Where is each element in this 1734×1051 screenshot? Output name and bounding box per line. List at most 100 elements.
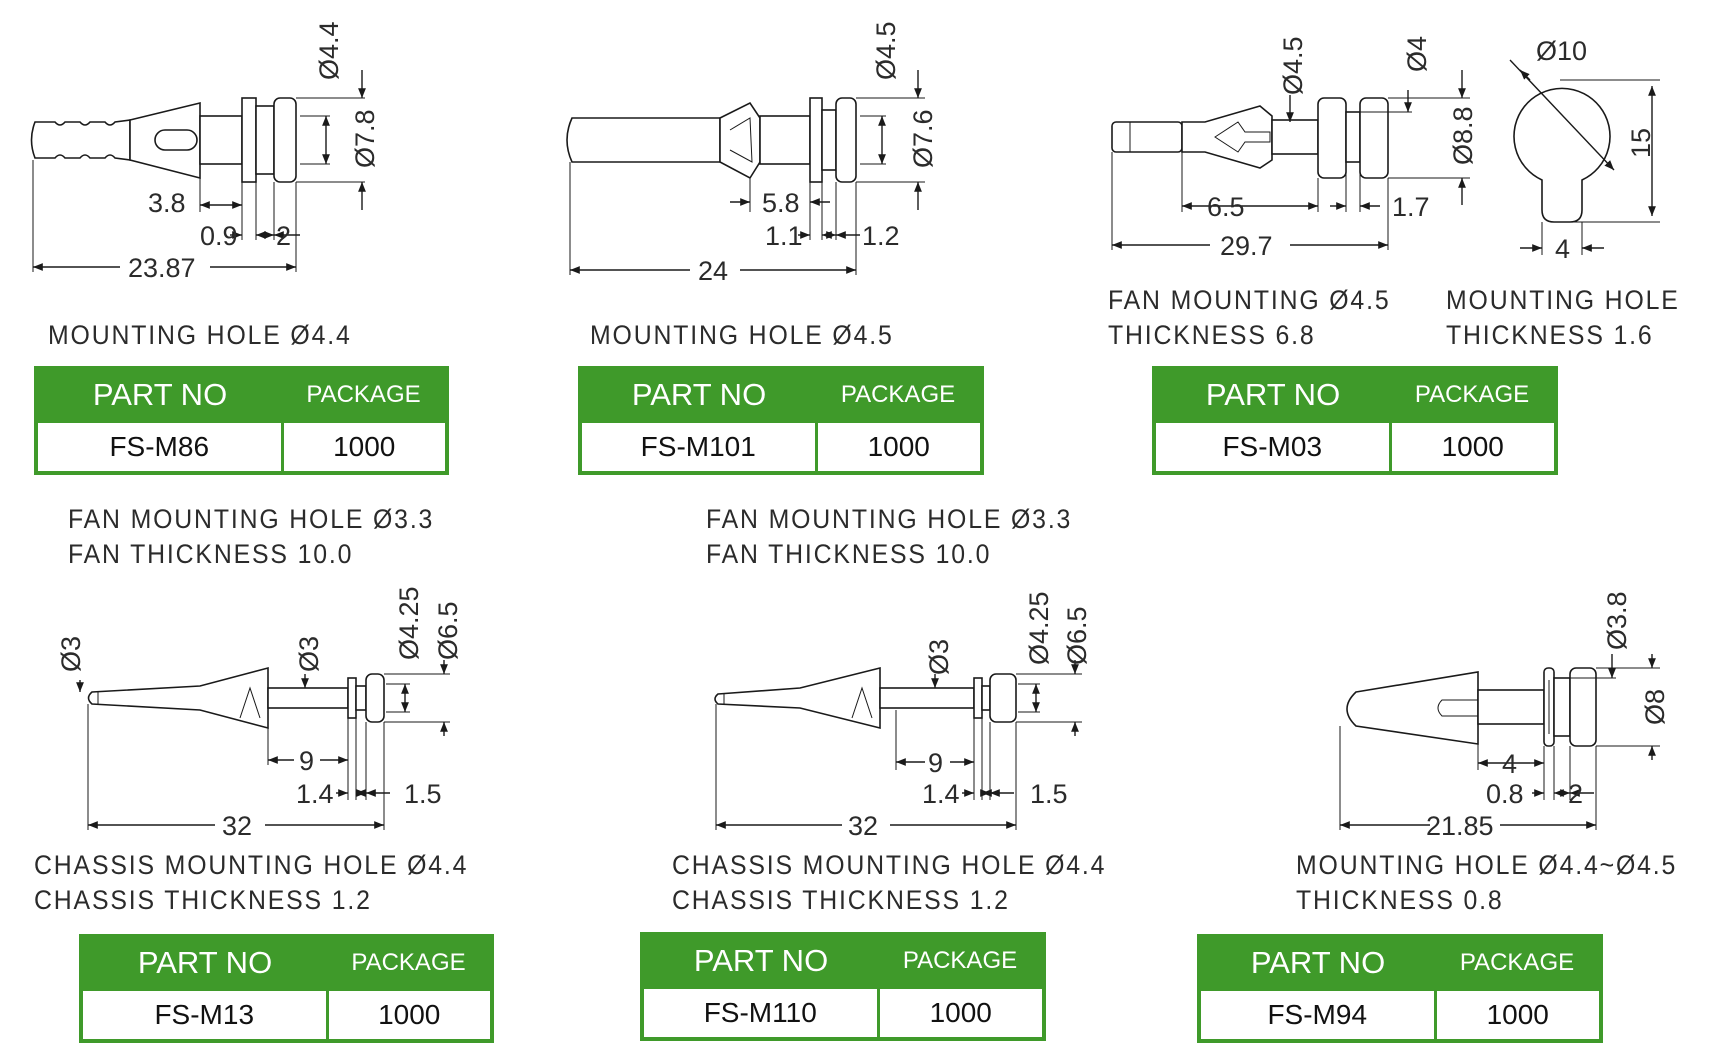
dim-text: 4	[1502, 749, 1517, 779]
drawing-fs-m110: Ø3 Ø4.25 Ø6.5 9 1.4 1.5 32	[714, 591, 1092, 841]
dim-text: 1.4	[922, 779, 960, 809]
dim-text: Ø7.8	[350, 109, 380, 168]
spec-table-fs-m101: PART NO PACKAGE FS-M101 1000	[578, 366, 984, 475]
header-package: PACKAGE	[878, 934, 1044, 988]
package-cell: 1000	[325, 988, 494, 1043]
caption-top-fs-m110: FAN MOUNTING HOLE Ø3.3 FAN THICKNESS 10.…	[706, 502, 1072, 572]
dim-text: Ø4	[1402, 36, 1432, 72]
header-part-no: PART NO	[81, 936, 327, 990]
dim-text: 24	[698, 256, 728, 286]
dim-text: 4	[1555, 234, 1570, 264]
part-no-cell: FS-M110	[640, 986, 880, 1041]
dim-text: Ø3	[294, 636, 324, 672]
dim-text: 1.4	[296, 779, 334, 809]
dim-text: 23.87	[128, 253, 196, 283]
part-no-cell: FS-M13	[79, 988, 329, 1043]
spec-table-fs-m03: PART NO PACKAGE FS-M03 1000	[1152, 366, 1558, 475]
drawing-fs-m86: Ø4.4 Ø7.8 3.8 0.9 2 23.87	[30, 21, 380, 283]
package-cell: 1000	[1433, 988, 1603, 1043]
header-package: PACKAGE	[327, 936, 492, 990]
caption-line: THICKNESS 1.6	[1446, 320, 1654, 350]
header-part-no: PART NO	[1199, 936, 1435, 990]
caption-line: FAN MOUNTING HOLE Ø3.3	[68, 504, 435, 534]
dim-text: 1.7	[1392, 192, 1430, 222]
caption-fs-m94: MOUNTING HOLE Ø4.4~Ø4.5 THICKNESS 0.8	[1296, 848, 1677, 918]
caption-line: MOUNTING HOLE Ø4.5	[590, 320, 894, 350]
header-part-no: PART NO	[580, 368, 816, 422]
drawing-fs-m101: Ø4.5 Ø7.6 5.8 1.1 1.2 24	[566, 21, 938, 286]
dim-text: 1.5	[1030, 779, 1068, 809]
caption-line: FAN THICKNESS 10.0	[68, 539, 354, 569]
dim-text: 0.9	[200, 221, 238, 251]
header-package: PACKAGE	[1435, 936, 1601, 990]
caption-line: MOUNTING HOLE	[1446, 285, 1680, 315]
caption-line: THICKNESS 0.8	[1296, 885, 1504, 915]
dim-text: 29.7	[1220, 231, 1273, 261]
dim-text: Ø4.4	[314, 21, 344, 80]
dim-text: 9	[928, 748, 943, 778]
package-cell: 1000	[1388, 420, 1558, 475]
dim-text: 21.85	[1426, 811, 1494, 841]
header-part-no: PART NO	[642, 934, 878, 988]
part-no-cell: FS-M101	[578, 420, 818, 475]
dim-text: 32	[848, 811, 878, 841]
dim-text: 1.1	[765, 221, 803, 251]
caption-fs-m86: MOUNTING HOLE Ø4.4	[48, 318, 352, 353]
caption-line: CHASSIS MOUNTING HOLE Ø4.4	[672, 850, 1107, 880]
package-cell: 1000	[814, 420, 984, 475]
caption-line: FAN MOUNTING HOLE Ø3.3	[706, 504, 1073, 534]
spec-table-fs-m86: PART NO PACKAGE FS-M86 1000	[34, 366, 449, 475]
part-no-cell: FS-M03	[1152, 420, 1392, 475]
caption-line: FAN MOUNTING Ø4.5	[1108, 285, 1391, 315]
dim-text: Ø8	[1640, 689, 1670, 725]
drawing-fs-m94: Ø3.8 Ø8 4 0.8 2 21.85	[1339, 591, 1670, 841]
dim-text: Ø4.25	[394, 586, 424, 660]
caption-line: CHASSIS THICKNESS 1.2	[34, 885, 372, 915]
drawing-fs-m03: Ø4.5 Ø4 Ø8.8 6.5 1.7 29.7 Ø10 15 4	[1111, 36, 1660, 264]
part-no-cell: FS-M94	[1197, 988, 1437, 1043]
caption-line: FAN THICKNESS 10.0	[706, 539, 992, 569]
spec-table-fs-m110: PART NO PACKAGE FS-M110 1000	[640, 932, 1046, 1041]
caption-top-fs-m13: FAN MOUNTING HOLE Ø3.3 FAN THICKNESS 10.…	[68, 502, 434, 572]
spec-table-fs-m94: PART NO PACKAGE FS-M94 1000	[1197, 934, 1603, 1043]
package-cell: 1000	[280, 420, 449, 475]
dim-text: 1.5	[404, 779, 442, 809]
caption-fs-m101: MOUNTING HOLE Ø4.5	[590, 318, 894, 353]
dim-text: 15	[1626, 128, 1656, 158]
caption-line: CHASSIS THICKNESS 1.2	[672, 885, 1010, 915]
caption-fs-m110: CHASSIS MOUNTING HOLE Ø4.4 CHASSIS THICK…	[672, 848, 1106, 918]
dim-text: 2	[1568, 779, 1583, 809]
header-part-no: PART NO	[1154, 368, 1390, 422]
dim-text: 32	[222, 811, 252, 841]
dim-text: 1.2	[862, 221, 900, 251]
caption-fs-m03: FAN MOUNTING Ø4.5 THICKNESS 6.8	[1108, 283, 1390, 353]
package-cell: 1000	[876, 986, 1046, 1041]
dim-text: Ø10	[1536, 36, 1587, 66]
caption-line: MOUNTING HOLE Ø4.4	[48, 320, 352, 350]
header-part-no: PART NO	[36, 368, 282, 422]
dim-text: Ø4.25	[1024, 591, 1054, 665]
header-package: PACKAGE	[816, 368, 982, 422]
spec-table-fs-m13: PART NO PACKAGE FS-M13 1000	[79, 934, 494, 1043]
dim-text: Ø8.8	[1448, 106, 1478, 165]
dim-text: Ø4.5	[1278, 36, 1308, 95]
caption-fs-m13: CHASSIS MOUNTING HOLE Ø4.4 CHASSIS THICK…	[34, 848, 468, 918]
dim-text: Ø4.5	[871, 21, 901, 80]
dim-text: 9	[299, 746, 314, 776]
caption-line: MOUNTING HOLE Ø4.4~Ø4.5	[1296, 850, 1678, 880]
dim-text: 3.8	[148, 188, 186, 218]
caption-fs-m03-hole: MOUNTING HOLE THICKNESS 1.6	[1446, 283, 1680, 353]
dim-text: Ø3	[924, 639, 954, 675]
dim-text: Ø6.5	[433, 601, 463, 660]
header-package: PACKAGE	[1390, 368, 1556, 422]
dim-text: Ø3	[56, 636, 86, 672]
header-package: PACKAGE	[282, 368, 447, 422]
caption-line: THICKNESS 6.8	[1108, 320, 1316, 350]
dim-text: Ø7.6	[908, 109, 938, 168]
caption-line: CHASSIS MOUNTING HOLE Ø4.4	[34, 850, 469, 880]
dim-text: 0.8	[1486, 779, 1524, 809]
drawing-fs-m13: Ø3 Ø3 Ø4.25 Ø6.5 9 1.4 1.5 32	[56, 586, 463, 841]
dim-text: 6.5	[1207, 192, 1245, 222]
